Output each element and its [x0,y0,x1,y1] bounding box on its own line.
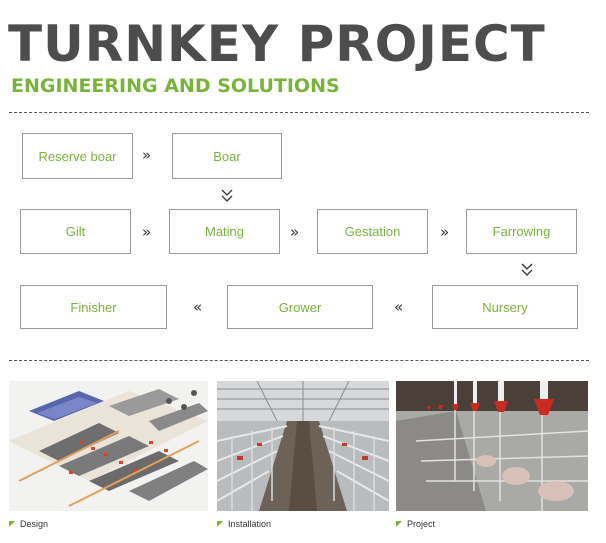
arrow-gestation-to-farrowing: » [440,223,450,241]
arrow-grower-to-finisher: « [193,298,203,316]
caption-marker-icon [396,521,402,527]
arrow-down-farrowing-to-nursery [521,263,533,276]
box-farrowing: Farrowing [466,209,577,254]
arrow-mating-to-gestation: » [290,223,300,241]
box-mating: Mating [169,209,280,254]
caption-marker-icon [9,521,15,527]
box-gestation: Gestation [317,209,428,254]
page-title: TURNKEY PROJECT [8,15,546,73]
design-illustration [9,381,208,511]
arrow-gilt-to-mating: » [142,223,152,241]
arrow-down-boar-to-mating [221,189,233,202]
bottom-divider [9,360,589,361]
box-gilt: Gilt [20,209,131,254]
top-divider [9,112,589,113]
box-reserve-boar: Reserve boar [22,133,133,179]
box-boar: Boar [172,133,282,179]
caption-project: Project [396,519,435,529]
box-grower: Grower [227,285,373,329]
arrow-nursery-to-grower: « [394,298,404,316]
box-finisher: Finisher [20,285,167,329]
project-photo [396,381,588,511]
box-nursery: Nursery [432,285,578,329]
caption-marker-icon [217,521,223,527]
installation-photo [217,381,389,511]
caption-installation: Installation [217,519,271,529]
arrow-reserve-to-boar: » [142,146,152,164]
page-subtitle: ENGINEERING AND SOLUTIONS [11,75,340,97]
caption-design: Design [9,519,48,529]
